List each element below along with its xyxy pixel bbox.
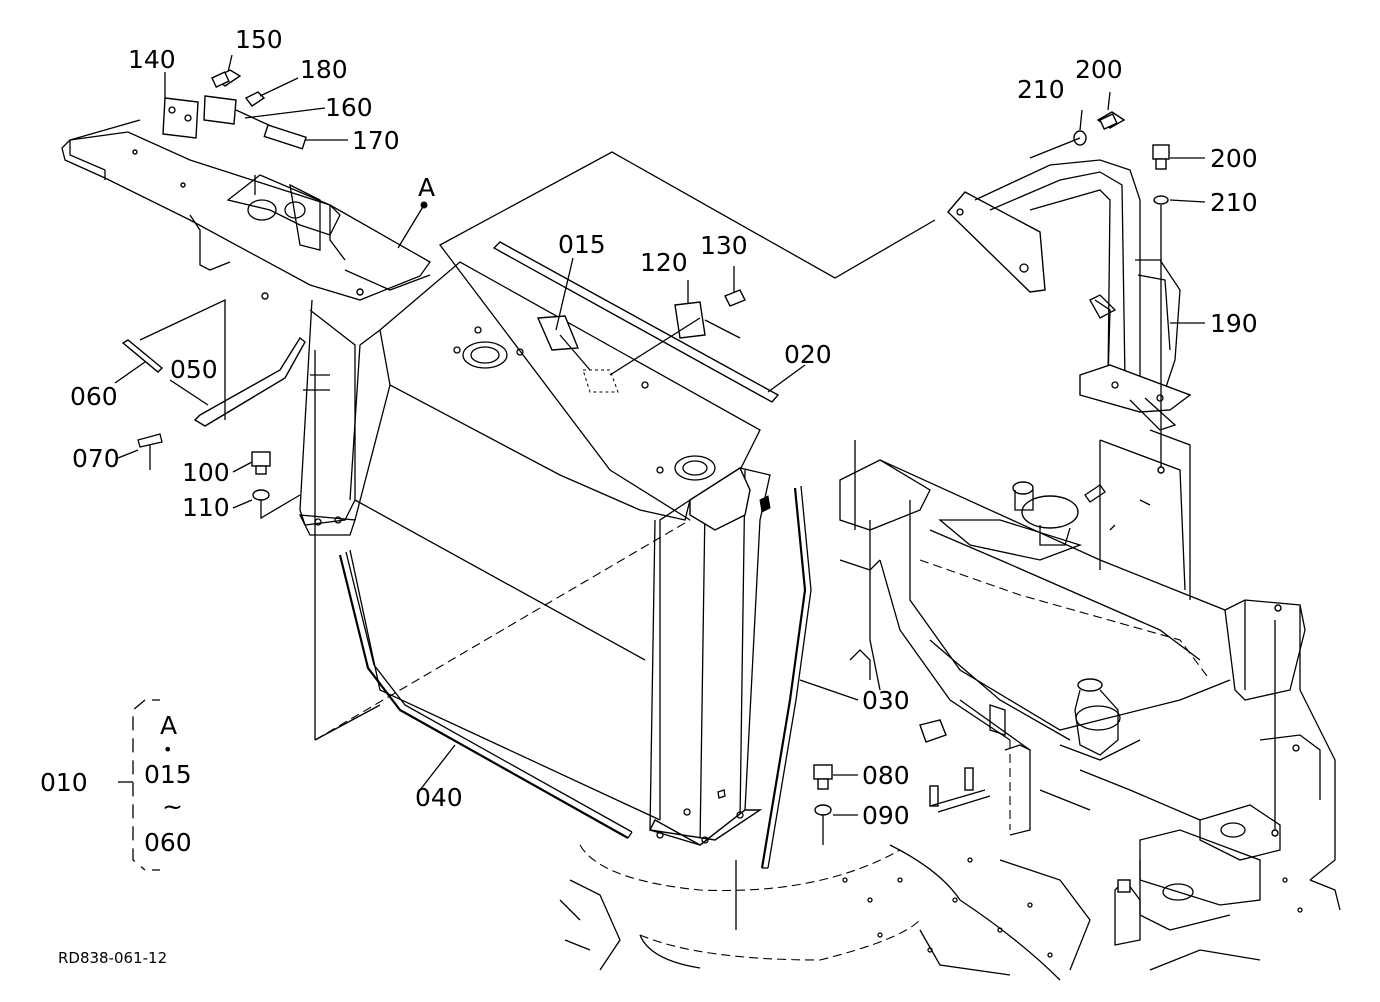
top-strip-parts <box>492 241 780 403</box>
callout-120: 120 <box>640 248 688 277</box>
callout-160: 160 <box>325 93 373 122</box>
legend-range-to: 060 <box>144 828 192 857</box>
callout-070: 070 <box>72 444 120 473</box>
callout-100: 100 <box>182 458 230 487</box>
base-turntable <box>559 844 1341 981</box>
callout-060: 060 <box>70 382 118 411</box>
callout-130: 130 <box>700 231 748 260</box>
bottom-seals <box>338 440 881 930</box>
legend-range-from: 015 <box>144 760 192 789</box>
callout-190: 190 <box>1210 309 1258 338</box>
callout-050: 050 <box>170 355 218 384</box>
legend-part-number: 010 <box>40 768 88 797</box>
callout-040: 040 <box>415 783 463 812</box>
legend-bullet: • <box>163 740 172 759</box>
bolt-080-090 <box>813 764 833 845</box>
callout-210-right: 210 <box>1210 188 1258 217</box>
callout-140: 140 <box>128 45 176 74</box>
callout-080: 080 <box>862 761 910 790</box>
leader-lines <box>114 54 1206 816</box>
callout-030: 030 <box>862 686 910 715</box>
callout-200-top: 200 <box>1075 55 1123 84</box>
callout-170: 170 <box>352 126 400 155</box>
callout-015: 015 <box>558 230 606 259</box>
callout-labels: 140 150 180 160 170 A 015 120 130 020 21… <box>70 25 1258 830</box>
legend-ref-A: A <box>160 711 177 740</box>
legend-range-tilde: ~ <box>162 792 183 821</box>
callout-A: A <box>418 173 435 202</box>
top-left-bracket-assembly <box>61 69 431 301</box>
drawing-code: RD838-061-12 <box>58 949 167 967</box>
radiator-assembly <box>298 151 936 846</box>
callout-020: 020 <box>784 340 832 369</box>
upper-right-handle-assembly <box>947 111 1192 474</box>
callout-090: 090 <box>862 801 910 830</box>
right-chassis-frame <box>839 429 1336 946</box>
callout-210-top: 210 <box>1017 75 1065 104</box>
left-seal-parts <box>121 298 330 520</box>
callout-180: 180 <box>300 55 348 84</box>
callout-110: 110 <box>182 493 230 522</box>
callout-150: 150 <box>235 25 283 54</box>
callout-200-right: 200 <box>1210 144 1258 173</box>
assembly-legend: 010 A • 015 ~ 060 <box>40 699 192 871</box>
